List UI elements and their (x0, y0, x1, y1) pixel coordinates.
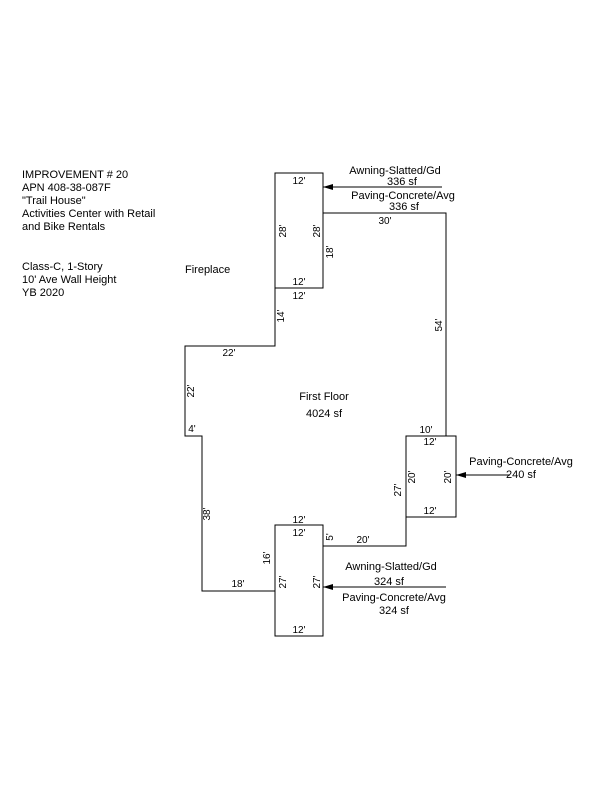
arrowhead-icon (323, 184, 333, 190)
dim-label: 27' (393, 483, 404, 496)
first-floor-area: 4024 sf (306, 408, 343, 420)
right-paving-area (405, 435, 457, 518)
top-paving-label: Paving-Concrete/Avg (351, 190, 455, 202)
detail-line: YB 2020 (22, 287, 65, 299)
arrowhead-icon (323, 584, 333, 590)
dim-label: 14' (276, 309, 287, 322)
top-paving-area-text: 336 sf (389, 201, 420, 213)
dim-label: 16' (262, 551, 273, 564)
dim-label: 18' (231, 579, 244, 590)
info-line: and Bike Rentals (22, 221, 106, 233)
info-line: "Trail House" (22, 195, 86, 207)
dim-label: 20' (407, 470, 418, 483)
top-awning-label: Awning-Slatted/Gd (349, 165, 441, 177)
right-paving-area-text: 240 sf (506, 469, 537, 481)
dim-label: 12' (423, 506, 436, 517)
dim-label: 12' (292, 528, 305, 539)
dim-label: 12' (292, 515, 305, 526)
dim-label: 27' (278, 575, 289, 588)
right-leader (456, 472, 510, 478)
info-line: APN 408-38-087F (22, 182, 111, 194)
dim-label: 12' (292, 625, 305, 636)
dim-label: 12' (423, 437, 436, 448)
fireplace-label: Fireplace (185, 264, 230, 276)
first-floor-label: First Floor (299, 391, 349, 403)
dim-label: 5' (325, 533, 336, 541)
dim-label: 28' (312, 224, 323, 237)
bottom-awning-area (274, 524, 324, 637)
dim-label: 12' (292, 291, 305, 302)
building-details: Class-C, 1-Story 10' Ave Wall Height YB … (22, 261, 116, 300)
right-paving-label: Paving-Concrete/Avg (469, 456, 573, 468)
dim-label: 38' (202, 507, 213, 520)
dim-label: 30' (378, 216, 391, 227)
dim-label: 4' (188, 424, 196, 435)
dim-label: 22' (186, 384, 197, 397)
dim-label: 10' (419, 425, 432, 436)
dim-label: 22' (222, 348, 235, 359)
bottom-awning-area-text: 324 sf (374, 576, 405, 588)
info-line: IMPROVEMENT # 20 (22, 169, 129, 181)
arrowhead-icon (456, 472, 466, 478)
dim-label: 18' (325, 245, 336, 258)
detail-line: Class-C, 1-Story (22, 261, 103, 273)
info-line: Activities Center with Retail (22, 208, 156, 220)
dim-label: 27' (312, 575, 323, 588)
dim-label: 20' (443, 470, 454, 483)
bottom-paving-label: Paving-Concrete/Avg (342, 592, 446, 604)
top-leader (323, 184, 442, 190)
detail-line: 10' Ave Wall Height (22, 274, 117, 286)
improvement-info: IMPROVEMENT # 20 APN 408-38-087F "Trail … (22, 169, 155, 234)
bottom-leader (323, 584, 446, 590)
bottom-awning-label: Awning-Slatted/Gd (345, 561, 437, 573)
dim-label: 12' (292, 277, 305, 288)
dim-label: 54' (434, 318, 445, 331)
top-awning-area-text: 336 sf (387, 176, 418, 188)
bottom-paving-area-text: 324 sf (379, 605, 410, 617)
dim-label: 12' (292, 176, 305, 187)
dim-label: 28' (278, 224, 289, 237)
dim-label: 20' (356, 535, 369, 546)
